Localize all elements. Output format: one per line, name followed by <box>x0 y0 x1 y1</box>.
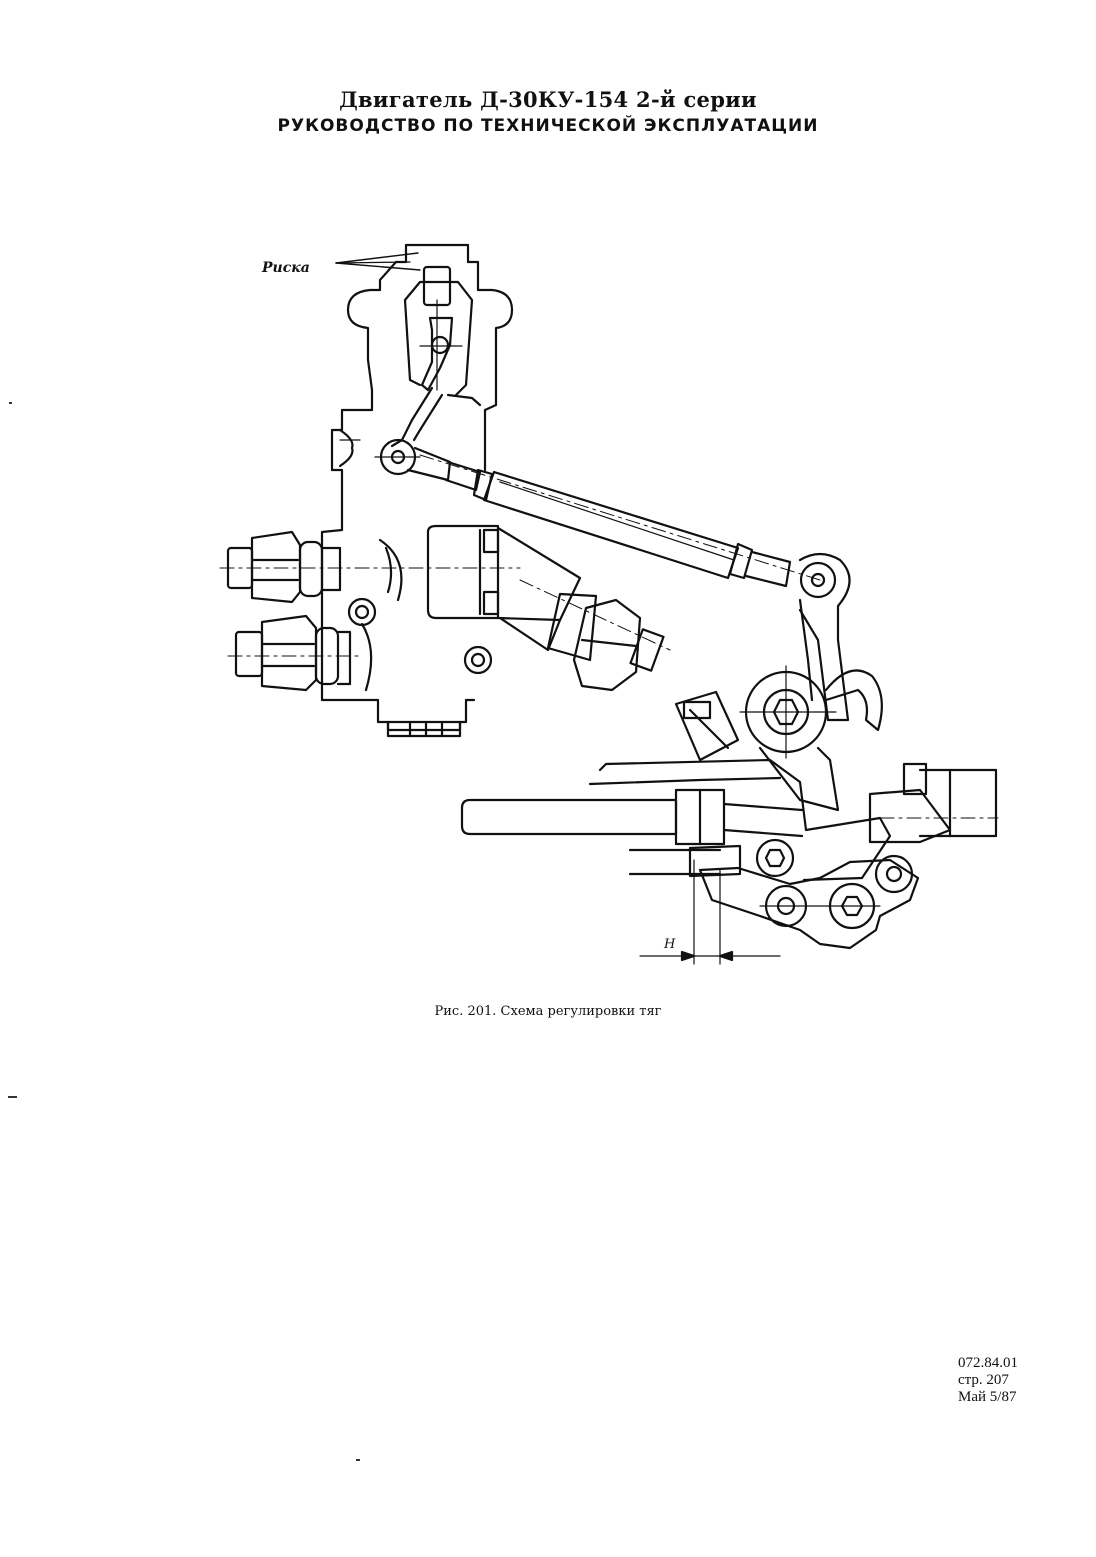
header-engine-title: Двигатель Д-30КУ-154 2-й серии <box>339 87 757 112</box>
bottom-linkage-plate <box>698 858 920 950</box>
unit-body-outline <box>320 243 514 732</box>
scan-speck <box>8 1096 17 1098</box>
doc-code: 072.84.01 <box>958 1355 1018 1371</box>
figure-caption: Рис. 201. Схема регулировки тяг <box>434 1004 662 1019</box>
scan-speck <box>356 1459 360 1461</box>
scan-speck <box>9 402 12 404</box>
page-header: Двигатель Д-30КУ-154 2-й серии РУКОВОДСТ… <box>0 86 1096 140</box>
label-riska: Риска <box>261 260 310 276</box>
angled-fitting-nut <box>572 598 642 692</box>
header-manual-title: РУКОВОДСТВО ПО ТЕХНИЧЕСКОЙ ЭКСПЛУАТАЦИИ <box>277 116 819 136</box>
page-number: стр. 207 <box>958 1372 1009 1388</box>
page-footer: 072.84.01 стр. 207 Май 5/87 <box>958 1355 1018 1406</box>
revision-date: Май 5/87 <box>958 1389 1017 1405</box>
lower-left-fitting <box>227 614 361 692</box>
rod-adjustment-diagram: Риска H <box>219 243 999 965</box>
upper-left-fitting <box>219 530 521 604</box>
label-dimension-h: H <box>663 937 676 952</box>
adjustable-rod-body <box>482 470 740 580</box>
